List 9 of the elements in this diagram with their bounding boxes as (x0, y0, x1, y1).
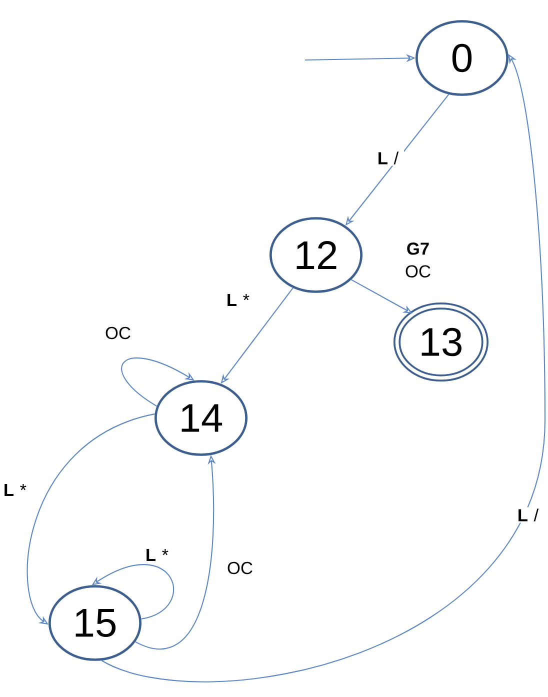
edge-label: OC (102, 326, 134, 340)
edge-label: L / (512, 507, 544, 523)
accepting-state: 13 (393, 302, 489, 382)
edge-label: L* (0, 482, 31, 498)
edge-label: L* (222, 292, 254, 308)
edge-label: L / (372, 150, 404, 166)
edge-label: L* (141, 548, 173, 562)
edge-label: OC (224, 560, 256, 576)
edge-label: G7 OC (402, 241, 434, 279)
